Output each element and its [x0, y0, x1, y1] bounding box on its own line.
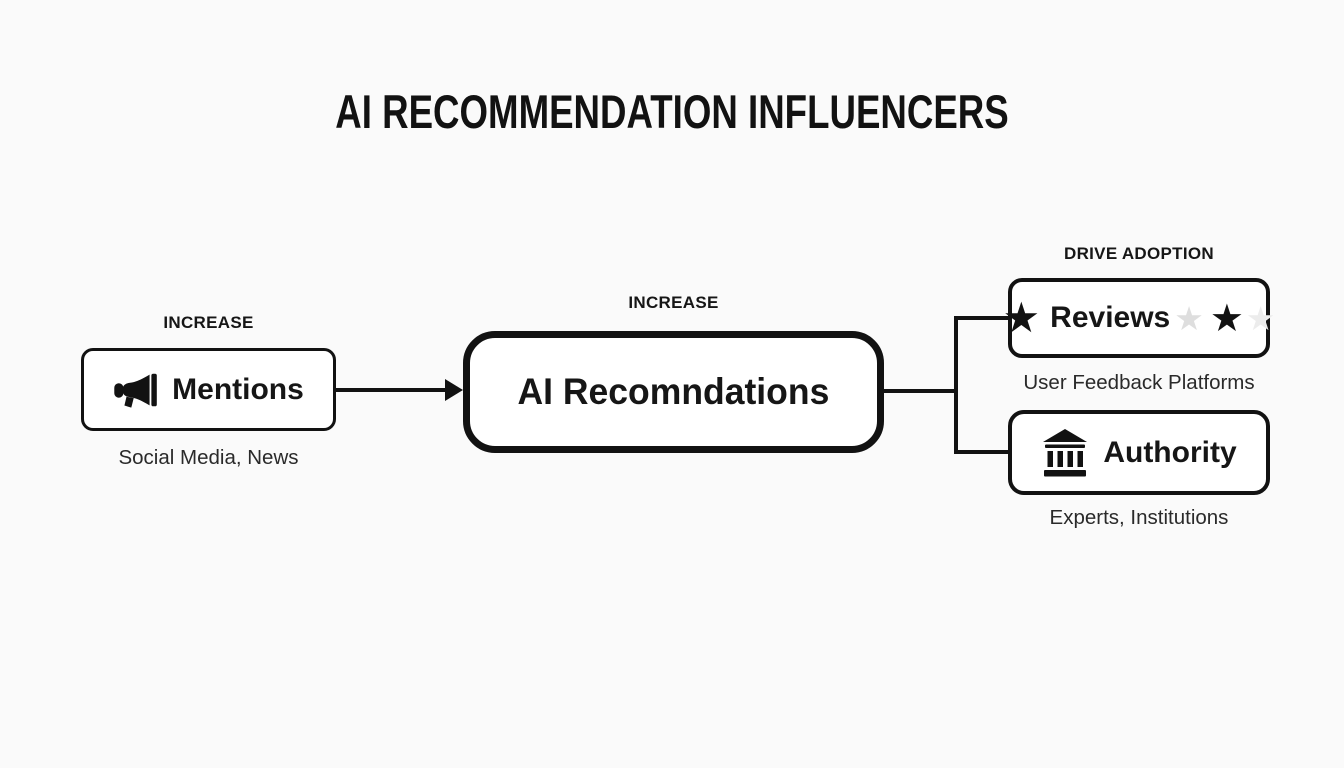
bank-icon — [1043, 428, 1088, 476]
arrow-line — [336, 388, 448, 392]
mentions-title: Mentions — [172, 372, 304, 406]
ai-recommendations-title: AI Recomndations — [517, 371, 830, 412]
star-icon-black: ★ — [1209, 296, 1244, 340]
star-icon: ★ — [1002, 293, 1041, 342]
mentions-node: Mentions — [81, 348, 336, 431]
authority-node: Authority — [1008, 410, 1270, 495]
authority-caption: Experts, Institutions — [1049, 506, 1229, 529]
drive-adoption-label: DRIVE ADOPTION — [1064, 244, 1214, 263]
connector-vertical-line — [954, 316, 958, 454]
connector-mid-line — [884, 389, 956, 393]
ai-recommendations-node: AI Recomndations — [463, 331, 884, 453]
center-increase-label: INCREASE — [628, 293, 719, 312]
megaphone-icon — [114, 373, 157, 408]
mentions-caption: Social Media, News — [118, 446, 299, 469]
authority-title: Authority — [1103, 435, 1237, 469]
connector-top-branch — [954, 316, 1008, 320]
star-icon-gray: ★ — [1174, 298, 1204, 338]
reviews-title: Reviews — [1050, 301, 1171, 334]
page-title: AI RECOMMENDATION INFLUENCERS — [335, 85, 1009, 138]
connector-bottom-branch — [954, 450, 1008, 454]
arrowhead-icon — [445, 379, 463, 401]
mentions-increase-label: INCREASE — [163, 313, 254, 332]
reviews-caption: User Feedback Platforms — [1023, 371, 1255, 394]
reviews-node: ★ Reviews ★ ★ ★ — [1003, 278, 1276, 358]
star-icon-gray-light: ★ — [1245, 298, 1276, 338]
